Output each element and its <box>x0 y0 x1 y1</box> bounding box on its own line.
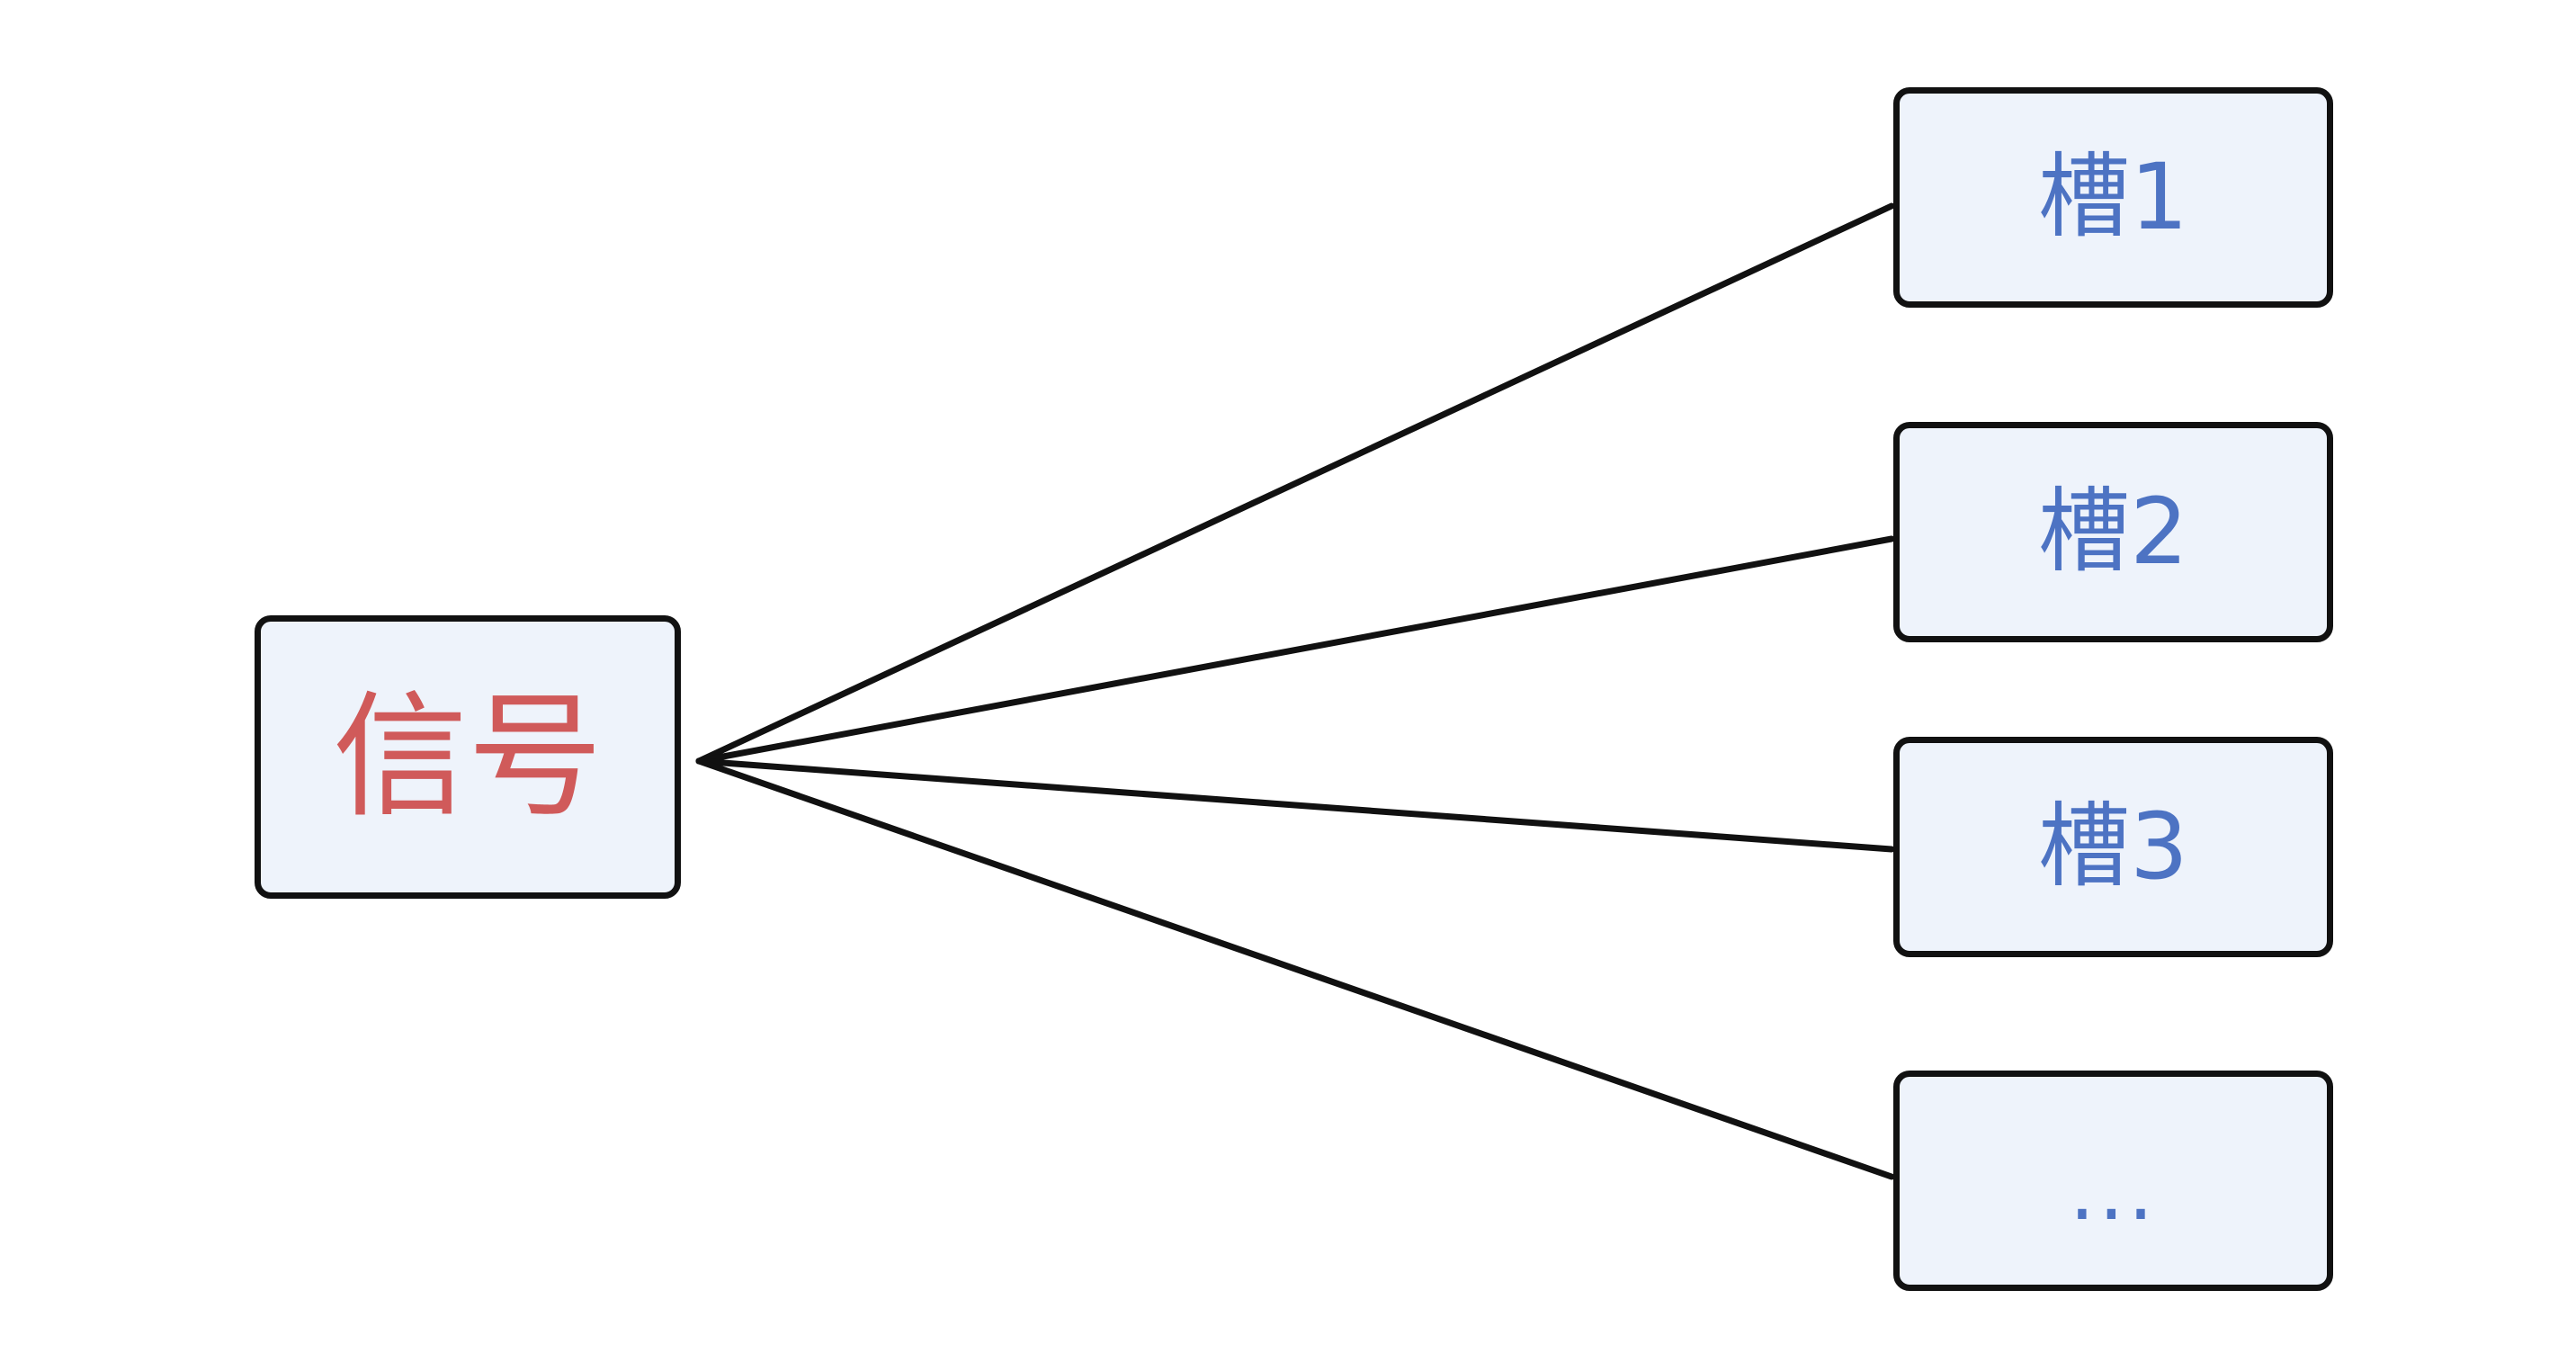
slot-label-2: 槽2 <box>2038 478 2188 586</box>
slot-node-3: 槽3 <box>1893 737 2333 957</box>
edge-signal-to-slot-1 <box>695 202 1895 765</box>
slot-node-1: 槽1 <box>1893 87 2333 308</box>
signal-label: 信号 <box>332 678 603 836</box>
slot-node-more: ... <box>1893 1071 2333 1291</box>
edge-signal-to-slot-2 <box>695 535 1895 765</box>
slot-node-2: 槽2 <box>1893 422 2333 642</box>
slot-label-more: ... <box>2069 1143 2158 1239</box>
signal-node: 信号 <box>255 615 681 899</box>
edge-signal-to-slot-4 <box>695 757 1895 1180</box>
edge-signal-to-slot-3 <box>695 757 1895 853</box>
slot-label-1: 槽1 <box>2038 143 2188 251</box>
slot-label-3: 槽3 <box>2038 793 2188 901</box>
